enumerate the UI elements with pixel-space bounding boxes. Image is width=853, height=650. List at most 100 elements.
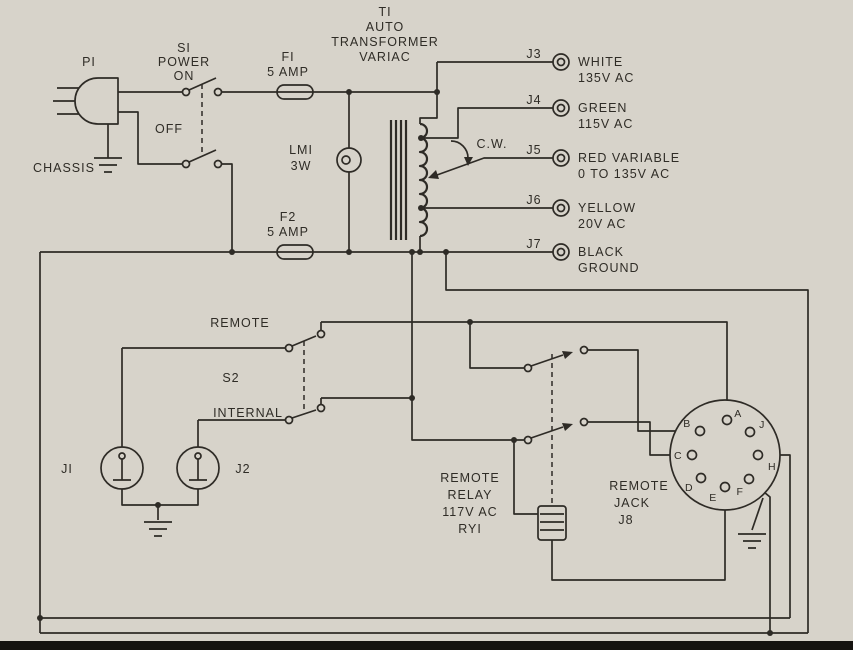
pin-label-a: A [734, 408, 742, 420]
wire [158, 489, 199, 506]
wire [321, 321, 728, 415]
relay-label2: RELAY [447, 488, 492, 502]
junction-dots [37, 89, 773, 636]
chassis-label: CHASSIS [33, 161, 95, 175]
winding-coil [418, 122, 429, 238]
jack-j3-spec: 135V AC [578, 71, 634, 85]
s1-power: POWER [158, 55, 210, 69]
ground-symbol [144, 521, 172, 537]
output-jacks [552, 53, 570, 261]
jack-j5-id: J5 [526, 143, 541, 157]
junction-dot [346, 89, 352, 95]
lamp-filament [341, 155, 351, 165]
pin-label-d: D [685, 482, 693, 494]
input-jack-j2 [176, 446, 220, 490]
relay-label4: RYI [458, 522, 482, 536]
relay-contact [523, 435, 533, 445]
pin-c [686, 449, 698, 461]
relay-contact [523, 363, 533, 373]
wire [588, 349, 695, 432]
wire [469, 322, 524, 369]
relay-blade [530, 354, 564, 367]
switch-s1 [181, 77, 223, 169]
switch-contact [181, 159, 191, 169]
junction-dot [511, 437, 517, 443]
fuse-f2 [276, 244, 314, 260]
title-line2: AUTO [366, 20, 405, 34]
switch-blade [188, 149, 217, 163]
junction-dot [434, 89, 440, 95]
input-jack-j1 [100, 446, 144, 490]
pin-a [721, 414, 733, 426]
fuse-f1 [276, 84, 314, 100]
relay-contact [579, 345, 589, 355]
jack-j7-color: BLACK [578, 245, 624, 259]
s2-remote: REMOTE [210, 316, 269, 330]
relay-label1: REMOTE [440, 471, 499, 485]
switch-s2 [284, 322, 326, 425]
junction-dot [37, 615, 43, 621]
s2-internal: INTERNAL [213, 406, 283, 420]
f1-rating: 5 AMP [267, 65, 309, 79]
junction-dot [443, 249, 449, 255]
ground-remote-jack [738, 533, 766, 549]
s1-id: SI [177, 41, 191, 55]
title-line3: TRANSFORMER [331, 35, 439, 49]
wire [588, 421, 687, 456]
ground-symbol [94, 157, 122, 173]
plug-body [74, 77, 119, 125]
ground-chassis [94, 157, 122, 173]
ground-symbol [738, 533, 766, 549]
j8-label3: J8 [618, 513, 633, 527]
scan-edge [0, 641, 853, 650]
pin-h [752, 449, 764, 461]
jack-tip [118, 452, 126, 460]
f2-rating: 5 AMP [267, 225, 309, 239]
jack-j3-id: J3 [526, 47, 541, 61]
junction-dot [155, 502, 161, 508]
labels: TI AUTO TRANSFORMER VARIAC PI CHASSIS SI… [33, 5, 776, 536]
j1-label: JI [61, 462, 73, 476]
relay-blade-arrowhead [562, 423, 573, 431]
junction-dot [417, 249, 423, 255]
relay-blade-arrowhead [562, 351, 573, 359]
switch-contact [213, 159, 223, 169]
relay-label3: 117V AC [442, 505, 497, 519]
remote-jack-j8 [669, 399, 781, 511]
jack-j5-color: RED VARIABLE [578, 151, 680, 165]
pin-label-h: H [768, 461, 776, 473]
pin-label-e: E [709, 492, 717, 504]
wire [421, 107, 553, 139]
switch-contact [213, 87, 223, 97]
jack-j6-id: J6 [526, 193, 541, 207]
j8-label2: JACK [614, 496, 650, 510]
wire [221, 163, 233, 252]
cw-label: C.W. [476, 137, 507, 151]
wire [513, 440, 538, 515]
s1-off: OFF [155, 122, 183, 136]
jack-j5-center [556, 153, 566, 163]
wire [121, 489, 158, 506]
relay-coil-turns [540, 513, 564, 531]
junction-dot [409, 249, 415, 255]
jack-j6-center [556, 203, 566, 213]
jack-j6-color: YELLOW [578, 201, 636, 215]
cw-arrowhead [464, 157, 473, 166]
pin-b [694, 425, 706, 437]
j2-label: J2 [235, 462, 250, 476]
jack-j7-id: J7 [526, 237, 541, 251]
j8-label1: REMOTE [609, 479, 668, 493]
switch-contact [284, 415, 294, 425]
pin-j [744, 426, 756, 438]
wiper-arrowhead [428, 170, 439, 179]
jack-j5-spec: 0 TO 135V AC [578, 167, 670, 181]
relay-ry1 [523, 345, 589, 541]
plug-label: PI [82, 55, 96, 69]
relay-coil [537, 505, 567, 541]
wire [436, 157, 553, 176]
lamp-id: LMI [289, 143, 313, 157]
jack-j4-spec: 115V AC [578, 117, 633, 131]
jack-j4-id: J4 [526, 93, 541, 107]
